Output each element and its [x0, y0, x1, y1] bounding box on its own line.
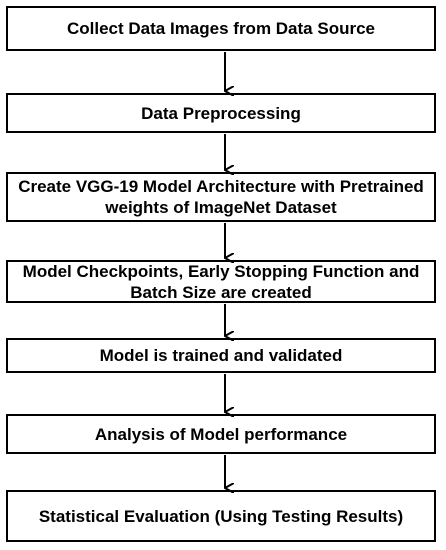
step-collect-data: Collect Data Images from Data Source [6, 6, 436, 51]
step-model-trained: Model is trained and validated [6, 338, 436, 373]
step-statistical-evaluation: Statistical Evaluation (Using Testing Re… [6, 490, 436, 542]
step-model-checkpoints-label: Model Checkpoints, Early Stopping Functi… [22, 261, 420, 302]
step-model-trained-label: Model is trained and validated [99, 346, 343, 365]
step-analysis-performance: Analysis of Model performance [6, 414, 436, 454]
step-statistical-evaluation-label: Statistical Evaluation (Using Testing Re… [38, 506, 404, 526]
step-create-vgg19-model-label: Create VGG-19 Model Architecture with Pr… [18, 177, 424, 217]
step-collect-data-label: Collect Data Images from Data Source [67, 19, 375, 38]
step-data-preprocessing: Data Preprocessing [6, 93, 436, 133]
step-create-vgg19-model: Create VGG-19 Model Architecture with Pr… [6, 172, 436, 222]
step-data-preprocessing-label: Data Preprocessing [141, 103, 301, 123]
step-model-checkpoints: Model Checkpoints, Early Stopping Functi… [6, 260, 436, 303]
step-analysis-performance-label: Analysis of Model performance [94, 424, 348, 444]
